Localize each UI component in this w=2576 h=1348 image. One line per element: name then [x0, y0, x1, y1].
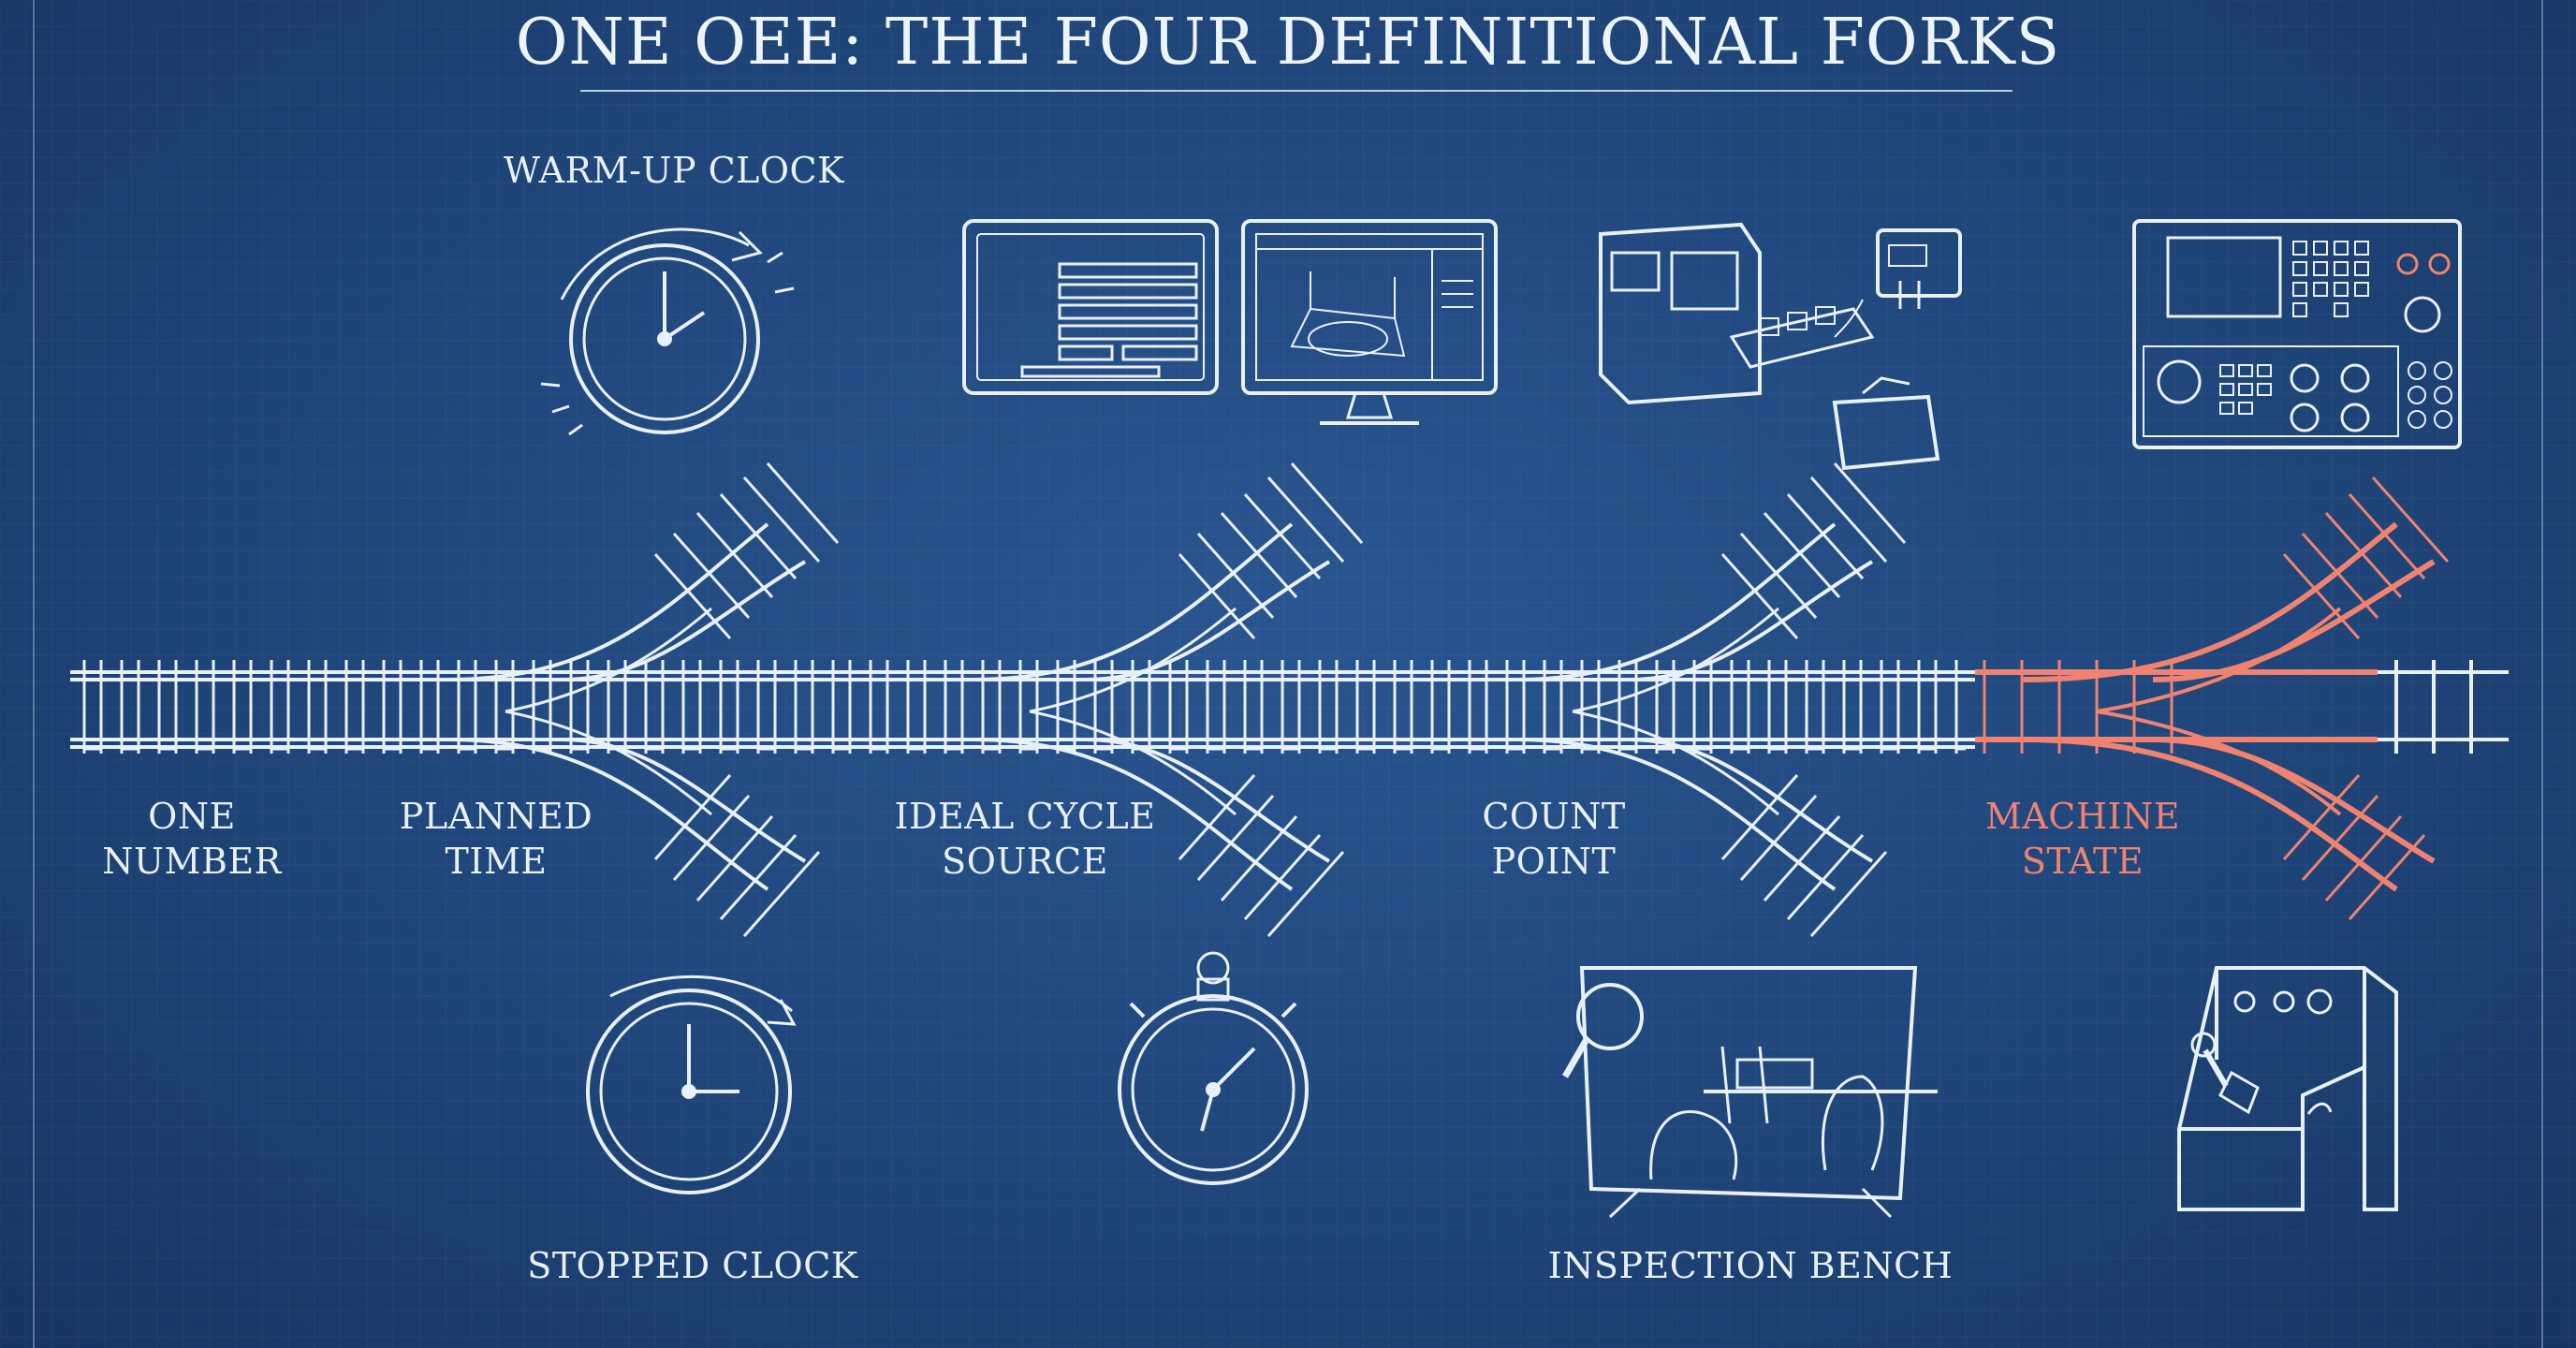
page-title: ONE OEE: THE FOUR DEFINITIONAL FORKS	[515, 6, 2061, 80]
report-panel-icon	[962, 219, 1219, 395]
fork-count-point	[1515, 462, 1907, 937]
inspection-bench-icon	[1561, 966, 1938, 1219]
fork-planned-time	[448, 462, 840, 937]
fork-machine-state	[1975, 476, 2450, 920]
lever-control-box-icon	[2177, 966, 2398, 1211]
fork-label-one-number: ONE NUMBER	[102, 796, 282, 882]
title-underline	[580, 90, 2012, 92]
cnc-control-panel-icon	[2132, 219, 2462, 449]
warm-up-clock-label: WARM-UP CLOCK	[503, 150, 845, 191]
stopped-clock-icon	[586, 974, 797, 1194]
main-track	[70, 660, 1975, 754]
fork-label-machine-state: MACHINE STATE	[1984, 796, 2181, 882]
stopped-clock-label: STOPPED CLOCK	[527, 1245, 858, 1286]
fork-label-count-point: COUNT POINT	[1482, 796, 1626, 882]
packaging-machine-icon	[1599, 222, 1962, 471]
fork-label-planned-time: PLANNED TIME	[399, 796, 593, 882]
fork-ideal-cycle-source	[973, 462, 1364, 937]
track-tail	[2378, 660, 2509, 754]
warm-up-clock-icon	[540, 227, 795, 436]
stopwatch-icon	[1118, 951, 1309, 1185]
cad-monitor-icon	[1241, 219, 1498, 425]
fork-label-ideal-cycle-source: IDEAL CYCLE SOURCE	[894, 796, 1156, 882]
inspection-bench-label: INSPECTION BENCH	[1547, 1245, 1954, 1286]
